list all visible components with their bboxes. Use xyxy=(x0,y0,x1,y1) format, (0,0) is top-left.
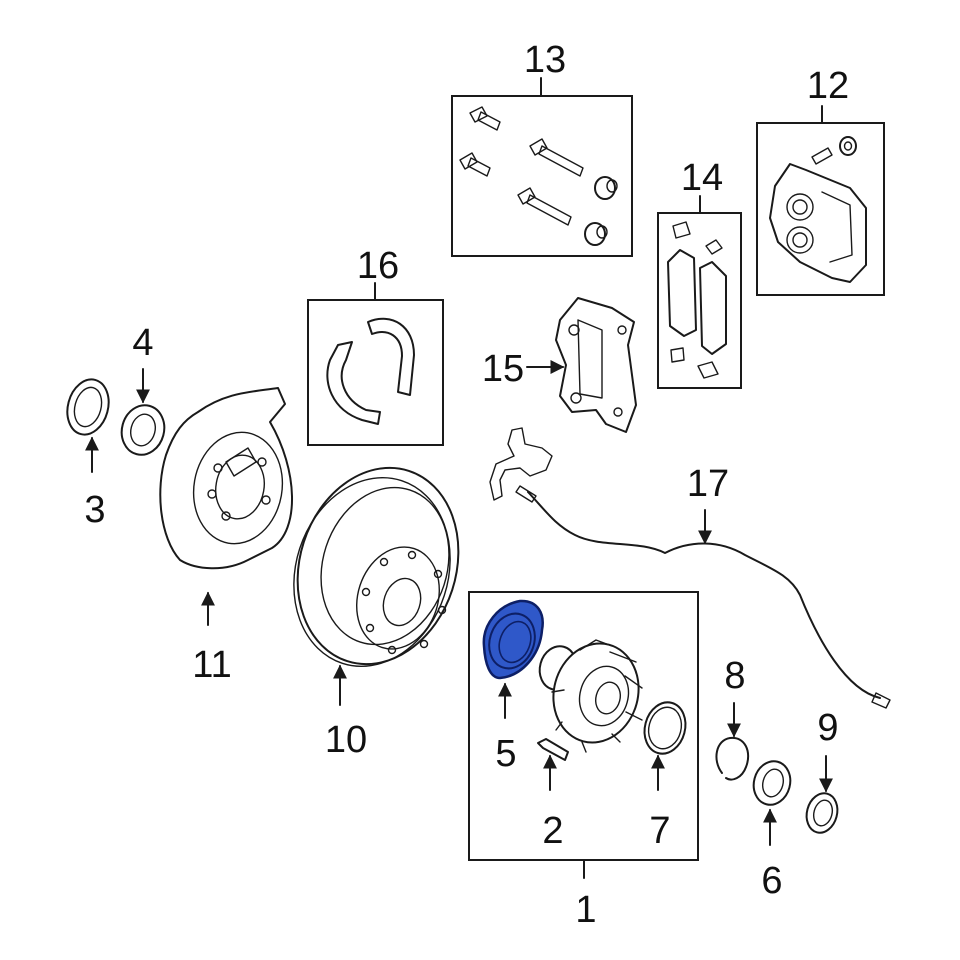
label-16: 16 xyxy=(357,245,399,287)
label-15: 15 xyxy=(482,348,524,390)
part-1-hub-box[interactable]: 1 xyxy=(468,591,699,931)
part-13-bolt-kit[interactable]: 13 xyxy=(451,39,633,257)
label-2: 2 xyxy=(542,810,563,852)
part-4-bearing[interactable]: 4 xyxy=(116,322,170,460)
label-7: 7 xyxy=(649,810,670,852)
label-12: 12 xyxy=(807,65,849,107)
label-10: 10 xyxy=(325,719,367,761)
label-5: 5 xyxy=(495,733,516,775)
label-6: 6 xyxy=(761,860,782,902)
label-9: 9 xyxy=(817,707,838,749)
part-2-wheel-stud[interactable]: 2 xyxy=(537,738,569,852)
label-8: 8 xyxy=(724,655,745,697)
label-3: 3 xyxy=(84,489,105,531)
label-11: 11 xyxy=(192,644,231,686)
part-17-sensor-wire[interactable]: 17 xyxy=(489,427,891,709)
part-10-rotor[interactable]: 10 xyxy=(270,447,483,761)
part-14-brake-pads[interactable]: 14 xyxy=(657,157,742,389)
label-1: 1 xyxy=(575,889,596,931)
part-3-seal[interactable]: 3 xyxy=(61,375,114,531)
label-13: 13 xyxy=(524,39,566,81)
label-4: 4 xyxy=(132,322,153,364)
part-12-caliper[interactable]: 12 xyxy=(756,65,885,296)
part-16-parking-shoes[interactable]: 16 xyxy=(307,245,444,446)
part-7-ring[interactable]: 7 xyxy=(639,698,691,852)
label-17: 17 xyxy=(687,463,729,505)
part-11-backing-plate[interactable]: 11 xyxy=(159,387,293,686)
part-6-bearing[interactable]: 6 xyxy=(749,757,795,902)
label-14: 14 xyxy=(681,157,723,199)
part-5-seal-highlighted[interactable]: 5 xyxy=(482,599,544,775)
part-1-hub[interactable] xyxy=(535,634,650,753)
part-9-seal[interactable]: 9 xyxy=(802,707,841,836)
part-8-snap-ring[interactable]: 8 xyxy=(715,655,750,781)
part-15-caliper-bracket[interactable]: 15 xyxy=(482,297,637,433)
